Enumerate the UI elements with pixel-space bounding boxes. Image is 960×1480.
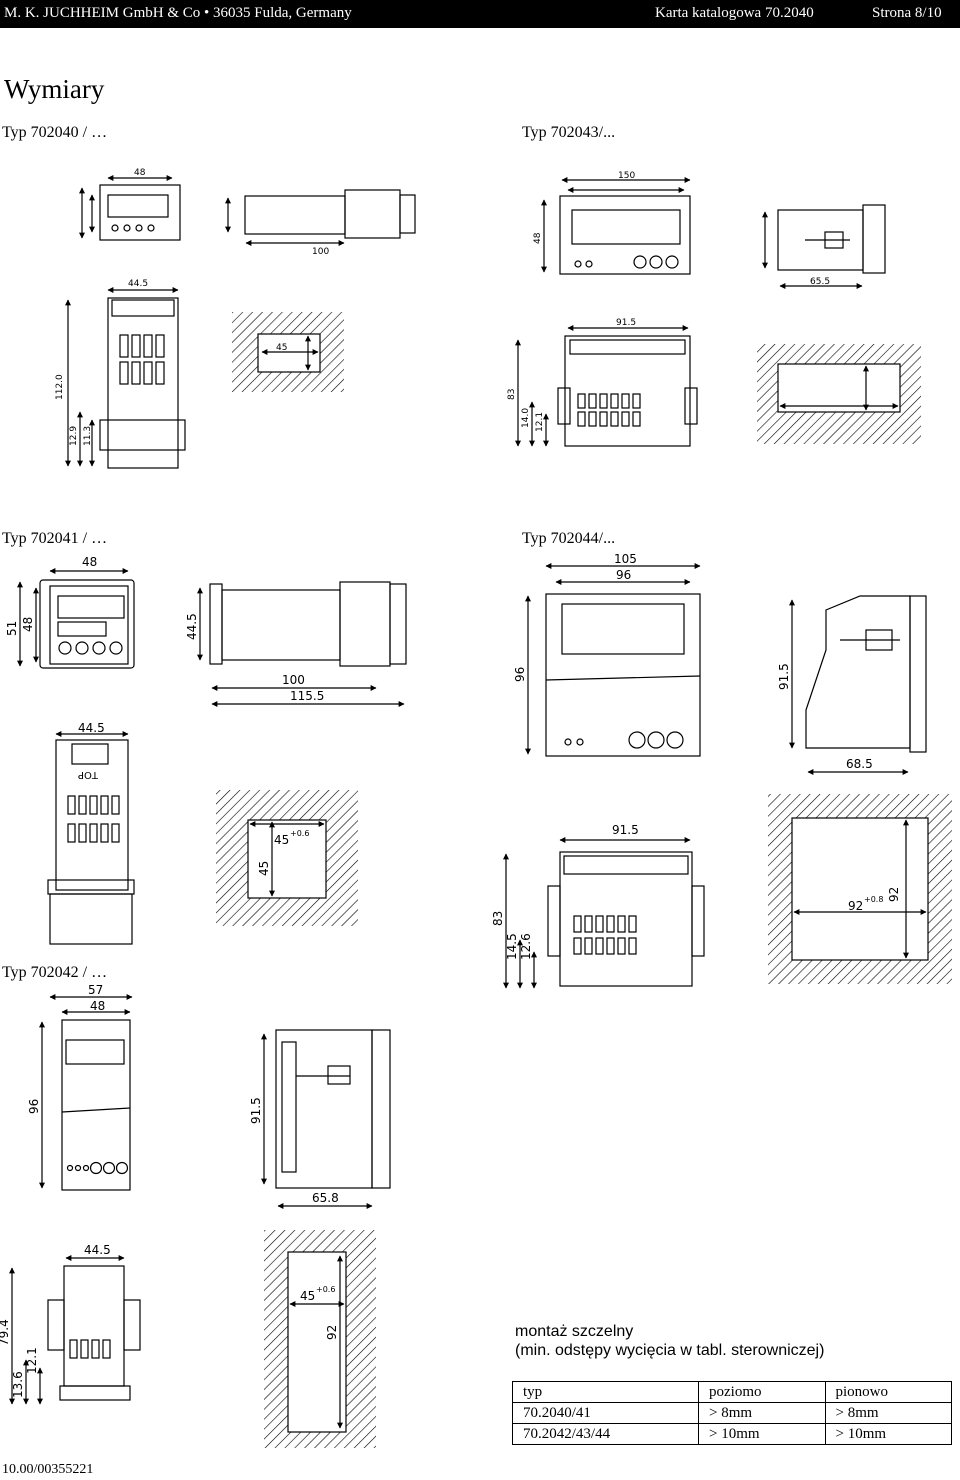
dim-label: 91.5	[616, 318, 636, 328]
dim-label: 65.5	[810, 277, 830, 287]
section-label-702040: Typ 702040 / …	[2, 124, 108, 141]
dim-label: 92	[848, 899, 863, 913]
dim-label: 100	[282, 673, 305, 687]
dim-label: 83	[507, 389, 517, 400]
section-label-702043: Typ 702043/...	[522, 124, 616, 141]
drawing-702040-front	[79, 175, 181, 241]
dim-label: 91.5	[612, 823, 639, 837]
dim-label: 44.5	[128, 279, 148, 289]
dim-label: 92	[887, 887, 901, 902]
page-title: Wymiary	[4, 74, 105, 104]
section-label-702044: Typ 702044/...	[522, 530, 616, 547]
dim-label: 45	[276, 343, 287, 353]
catalog-text: Karta katalogowa 70.2040	[655, 5, 814, 21]
dim-label: 45	[300, 1289, 315, 1303]
table-cell: > 8mm	[698, 1402, 826, 1424]
dim-label: 79.4	[0, 1319, 11, 1346]
table-cell: 70.2040/41	[511, 1402, 700, 1424]
dim-label: 150	[618, 171, 635, 181]
tolerance-label: +0.8	[864, 895, 883, 904]
section-label-702042: Typ 702042 / …	[2, 964, 108, 981]
drawing-702044-front	[525, 563, 701, 757]
company-text: M. K. JUCHHEIM GmbH & Co • 36035 Fulda, …	[4, 5, 352, 21]
dim-label: 105	[614, 552, 637, 566]
dim-label: 68.5	[846, 757, 873, 771]
page-header: M. K. JUCHHEIM GmbH & Co • 36035 Fulda, …	[0, 0, 960, 28]
drawing-702041-bottom	[47, 731, 135, 945]
drawing-702040-bottom	[65, 287, 186, 469]
tolerance-label: +0.6	[290, 829, 309, 838]
dim-label: 44.5	[84, 1243, 111, 1257]
drawing-702041-side	[197, 581, 407, 707]
drawing-702043-cutout	[757, 344, 921, 444]
dim-label: 45	[257, 861, 271, 876]
dim-label: 48	[90, 999, 105, 1013]
table-header-cell: typ	[511, 1381, 700, 1403]
spacing-table: typ poziomo pionowo 70.2040/41 > 8mm > 8…	[511, 1381, 952, 1445]
dim-label: 91.5	[777, 663, 791, 690]
table-header-row: typ poziomo pionowo	[511, 1381, 952, 1403]
section-label-702041: Typ 702041 / …	[2, 530, 108, 547]
drawing-702043-side	[762, 204, 886, 289]
dim-label: 44.5	[185, 613, 199, 640]
drawing-702044-side	[789, 595, 927, 775]
mounting-note-subtitle: (min. odstępy wycięcia w tabl. sterownic…	[515, 1342, 825, 1359]
dim-label: 14.0	[521, 408, 531, 428]
mounting-note-title: montaż szczelny	[515, 1323, 634, 1340]
drawing-702042-bottom	[9, 1255, 141, 1405]
dim-label: 45	[274, 833, 289, 847]
drawing-702043-front	[541, 177, 691, 275]
dim-label: 48	[134, 168, 146, 178]
dim-label: 96	[616, 568, 631, 582]
drawing-702043-bottom	[515, 325, 698, 447]
dim-label: 115.5	[290, 689, 324, 703]
table-cell: > 10mm	[698, 1423, 826, 1445]
page-number: Strona 8/10	[872, 5, 942, 21]
dim-label: 92	[325, 1325, 339, 1340]
drawing-702041-front	[17, 568, 135, 669]
dim-label: 48	[533, 232, 543, 244]
table-header-cell: poziomo	[698, 1381, 826, 1403]
dim-label: 12.6	[519, 933, 533, 960]
dim-label: 48	[82, 555, 97, 569]
dim-label: 11.3	[83, 426, 93, 446]
drawing-702044-cutout	[768, 794, 952, 984]
dim-label: 100	[312, 247, 329, 257]
dim-label: 14.5	[505, 933, 519, 960]
dim-label: 112.0	[55, 374, 65, 400]
table-cell: > 10mm	[824, 1423, 952, 1445]
dim-label: 96	[513, 667, 527, 682]
table-cell: > 8mm	[824, 1402, 952, 1424]
dim-label: 57	[88, 983, 103, 997]
dim-label: 51	[5, 621, 19, 636]
dim-label: 44.5	[78, 721, 105, 735]
dim-label: 12.9	[69, 426, 79, 446]
dim-label: 83	[491, 911, 505, 926]
table-row: 70.2040/41 > 8mm > 8mm	[511, 1402, 952, 1424]
drawing-702041-cutout	[216, 790, 358, 926]
dim-label: 12.1	[25, 1347, 39, 1374]
table-cell: 70.2042/43/44	[511, 1423, 700, 1445]
document-footer: 10.00/00355221	[2, 1462, 94, 1477]
top-label: TOP	[78, 769, 99, 780]
table-row: 70.2042/43/44 > 10mm > 10mm	[511, 1423, 952, 1445]
drawing-702042-cutout	[264, 1230, 376, 1448]
table-header-cell: pionowo	[824, 1381, 952, 1403]
dim-label: 13.6	[11, 1371, 25, 1398]
dim-label: 96	[27, 1099, 41, 1114]
dim-label: 65.8	[312, 1191, 339, 1205]
tolerance-label: +0.6	[316, 1285, 335, 1294]
dim-label: 48	[21, 617, 35, 632]
drawing-702040-side	[225, 189, 416, 246]
drawing-702044-bottom	[503, 837, 705, 989]
drawing-702042-side	[261, 1029, 391, 1209]
drawing-702042-front	[39, 994, 133, 1191]
dim-label: 91.5	[249, 1097, 263, 1124]
drawing-702040-cutout	[232, 312, 344, 392]
dim-label: 12.1	[535, 412, 545, 432]
